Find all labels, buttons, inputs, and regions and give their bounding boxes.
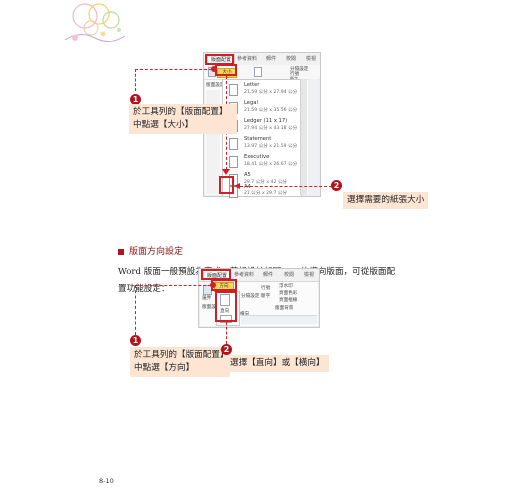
portrait-icon[interactable] <box>220 294 230 306</box>
step-number-badge: 2 <box>331 180 342 191</box>
ribbon-line-numbers-label[interactable]: 行號 <box>290 72 300 77</box>
paper-name: A5 <box>244 172 251 178</box>
connector-line <box>135 285 136 335</box>
group-label-page-setup: 版面設定 <box>202 305 221 310</box>
paper-name: Letter <box>244 82 260 88</box>
paper-dimension: 18.41 公分 x 26.67 公分 <box>244 162 298 167</box>
tab-references[interactable]: 參考資料 <box>237 56 258 62</box>
ruler-strip <box>308 79 319 195</box>
connector-line <box>135 285 211 286</box>
tab-view[interactable]: 檢視 <box>306 56 317 62</box>
paper-dimension: 27.94 公分 x 43.18 公分 <box>244 126 298 131</box>
ribbon-page-borders-label[interactable]: 頁面框線 <box>279 298 298 303</box>
connector-line <box>135 69 136 91</box>
paper-icon <box>229 84 238 96</box>
paper-option-executive[interactable]: Executive 18.41 公分 x 26.67 公分 <box>229 154 297 176</box>
breaks-icon <box>254 67 262 77</box>
connector-line <box>135 69 212 70</box>
highlight-a4-option <box>219 176 234 194</box>
paper-option-statement[interactable]: Statement 13.97 公分 x 21.59 公分 <box>229 136 297 158</box>
paper-option-letter[interactable]: Letter 21.59 公分 x 27.94 公分 <box>229 82 297 104</box>
arrow-left-icon <box>234 183 240 189</box>
paper-dimension: 21.59 公分 x 27.94 公分 <box>244 90 298 95</box>
ribbon-hyphenation-label[interactable]: 斷字 <box>290 76 298 82</box>
paper-name: Executive <box>244 154 270 160</box>
step-number-badge: 1 <box>130 335 141 346</box>
tab-references[interactable]: 參考資料 <box>234 272 255 278</box>
highlight-size-button <box>215 64 237 76</box>
step-number-badge: 2 <box>221 344 232 355</box>
paper-dimension: 13.97 公分 x 21.59 公分 <box>244 144 298 149</box>
portrait-option-label[interactable]: 直向 <box>220 309 230 314</box>
section-heading: 版面方向設定 <box>118 244 183 257</box>
arrow-down-icon <box>222 169 230 175</box>
paper-name: Ledger (11 x 17) <box>244 118 288 124</box>
tab-mailings[interactable]: 郵件 <box>263 272 274 278</box>
paper-dimension: 29.7 公分 x 42 公分 <box>244 180 288 185</box>
section-heading-text: 版面方向設定 <box>129 247 184 257</box>
callout-step-2: 選擇需要的紙張大小 <box>343 192 429 209</box>
paper-name: A4 <box>244 184 251 190</box>
group-label-page-background: 版面背景 <box>275 306 294 311</box>
dropdown-scrollbar[interactable] <box>300 79 307 195</box>
bullet-square-icon <box>118 248 124 255</box>
connector-line <box>226 322 227 344</box>
decorative-flourish-image <box>64 3 126 42</box>
anchor-dot <box>210 282 216 288</box>
ribbon: 大小 分隔設定 行號 斷字 <box>204 65 320 82</box>
highlight-orientation-options <box>215 291 237 322</box>
tab-review[interactable]: 校閱 <box>284 272 295 278</box>
ruler-strip <box>241 315 317 324</box>
ribbon-breaks-label[interactable]: 分隔設定 <box>241 294 260 299</box>
tab-mailings[interactable]: 郵件 <box>266 56 277 62</box>
tab-review[interactable]: 校閱 <box>286 56 297 62</box>
ribbon-hyphenation-label[interactable]: 斷字 <box>261 294 271 299</box>
tab-view[interactable]: 檢視 <box>304 272 315 278</box>
paper-size-dropdown: Letter 21.59 公分 x 27.94 公分 Legal 21.59 公… <box>222 79 302 198</box>
paper-name: Legal <box>244 100 258 106</box>
paper-dimension: 21 公分 x 29.7 公分 <box>244 191 288 196</box>
ribbon-margins-label[interactable]: 邊界 <box>202 296 212 301</box>
anchor-dot <box>211 66 217 72</box>
connector-line <box>240 186 332 187</box>
paper-dimension: 21.59 公分 x 35.56 公分 <box>244 108 298 113</box>
page-number: 8-10 <box>99 477 114 485</box>
paper-icon <box>229 138 238 150</box>
callout-step-1: 於工具列的【版面配置】中點選【大小】 <box>129 104 237 134</box>
landscape-option-label[interactable]: 橫向 <box>240 311 249 317</box>
group-label-page-setup: 版面設定 <box>206 83 225 88</box>
paper-icon <box>229 156 238 168</box>
callout-step-2: 選擇【直向】或【橫向】 <box>226 355 329 372</box>
ribbon-page-color-label[interactable]: 頁面色彩 <box>279 291 298 296</box>
ribbon-line-numbers-label[interactable]: 行號 <box>261 286 271 291</box>
step-number-badge: 1 <box>130 94 141 105</box>
callout-step-1: 於工具列的【版面配置】中點選【方向】 <box>130 347 230 377</box>
ribbon-breaks-label[interactable]: 分隔設定 <box>290 67 309 72</box>
paper-name: Statement <box>244 136 272 142</box>
ribbon-watermark-label[interactable]: 浮水印 <box>279 284 293 289</box>
